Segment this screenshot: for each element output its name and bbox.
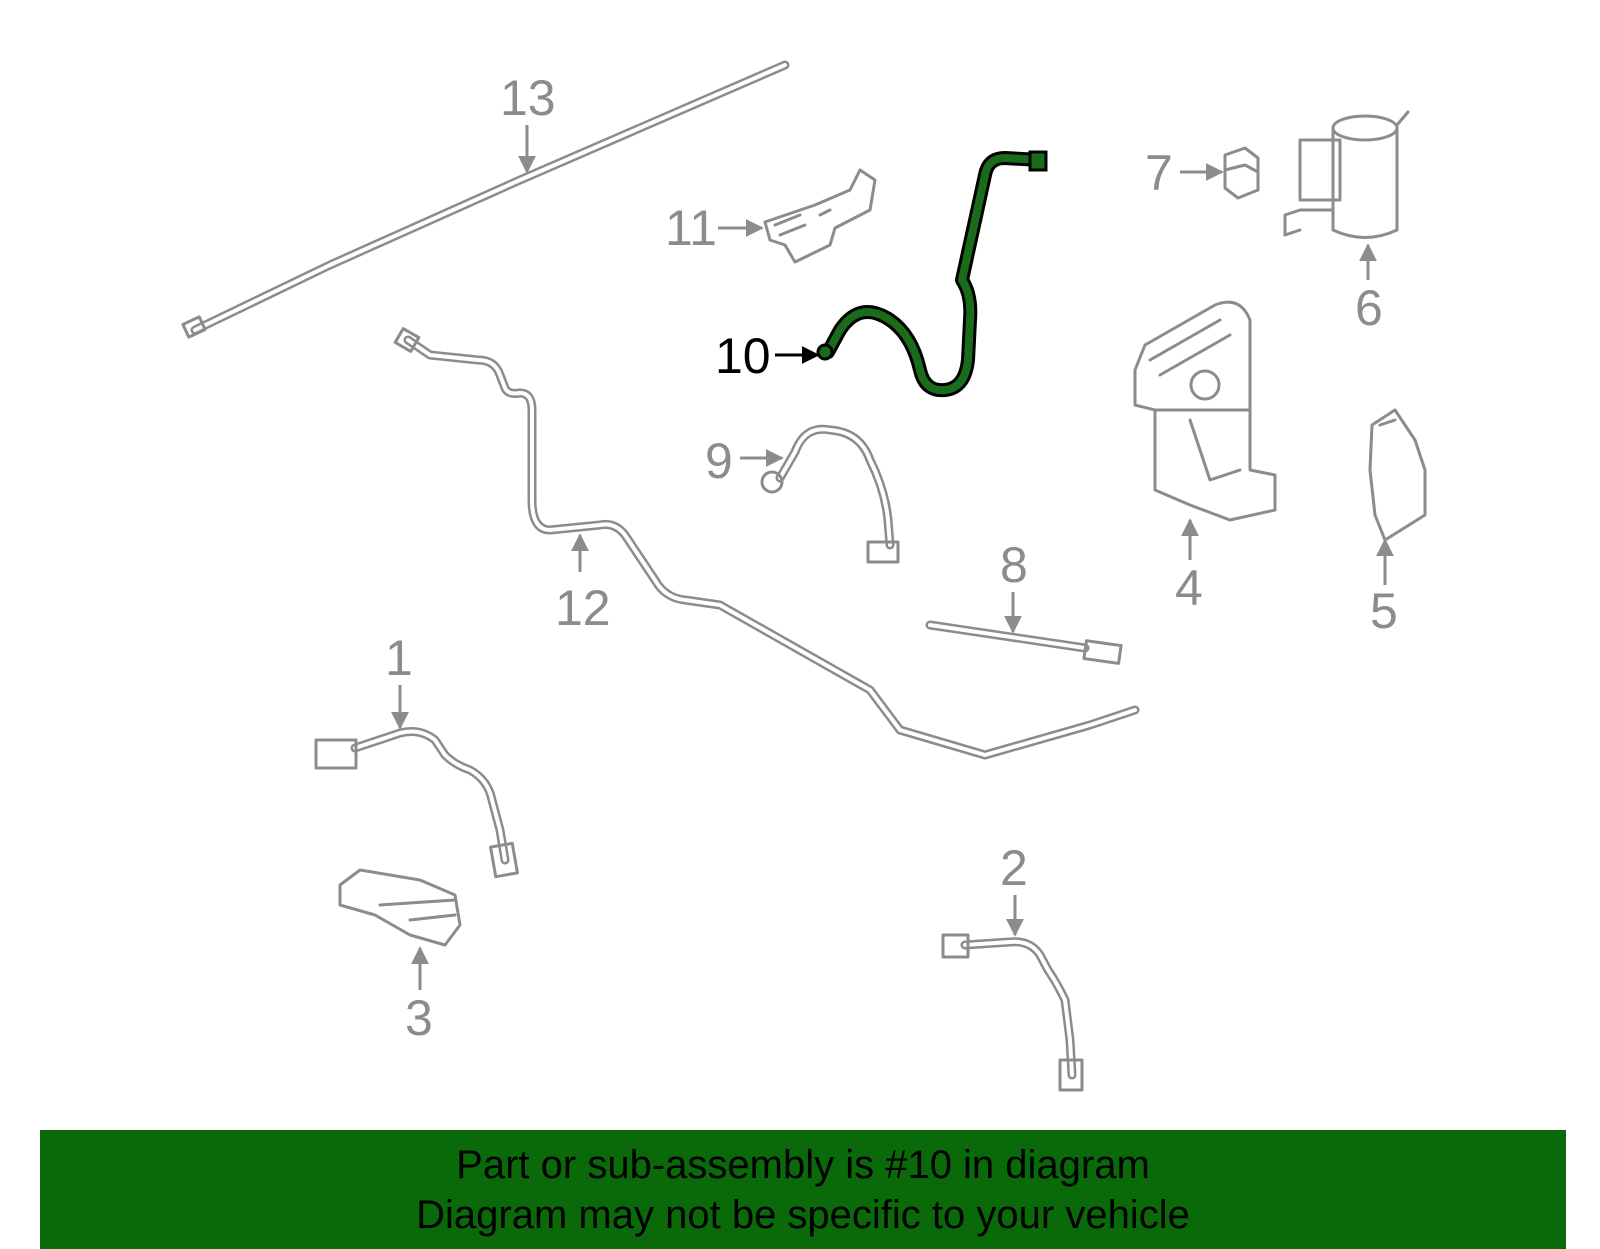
callout-10[interactable]: 10	[715, 328, 771, 384]
callout-4[interactable]: 4	[1175, 560, 1203, 616]
banner-line-1: Part or sub-assembly is #10 in diagram	[456, 1142, 1150, 1187]
callout-2[interactable]: 2	[1000, 840, 1028, 896]
part-7-clip[interactable]	[1223, 146, 1260, 200]
part-8-rod[interactable]	[925, 620, 1123, 665]
callout-9[interactable]: 9	[705, 433, 733, 489]
part-2-sensor[interactable]	[941, 933, 1084, 1092]
part-3-connector[interactable]	[338, 868, 462, 947]
part-12-tube[interactable]	[393, 327, 1140, 760]
part-11-bracket[interactable]	[763, 168, 877, 264]
part-1-sensor[interactable]	[314, 727, 519, 879]
callout-3[interactable]: 3	[405, 990, 433, 1046]
part-4-canister[interactable]	[1133, 300, 1277, 522]
callout-8[interactable]: 8	[1000, 537, 1028, 593]
callout-6[interactable]: 6	[1355, 280, 1383, 336]
callout-7[interactable]: 7	[1145, 145, 1173, 201]
callout-11[interactable]: 11	[665, 200, 717, 256]
callout-12[interactable]: 12	[555, 580, 611, 636]
part-13-cable[interactable]	[181, 60, 790, 339]
part-9-hose[interactable]	[760, 424, 900, 564]
part-6-valve[interactable]	[1283, 110, 1410, 239]
info-banner: Part or sub-assembly is #10 in diagram D…	[40, 1130, 1566, 1249]
callout-5[interactable]: 5	[1370, 583, 1398, 639]
parts-diagram: 13 11 10 7 6 12	[181, 60, 1427, 1092]
callout-1[interactable]: 1	[385, 630, 413, 686]
callout-13[interactable]: 13	[500, 70, 556, 126]
part-10-hose-highlighted[interactable]	[816, 150, 1048, 398]
banner-line-2: Diagram may not be specific to your vehi…	[416, 1192, 1190, 1237]
part-5-plate[interactable]	[1368, 408, 1427, 542]
